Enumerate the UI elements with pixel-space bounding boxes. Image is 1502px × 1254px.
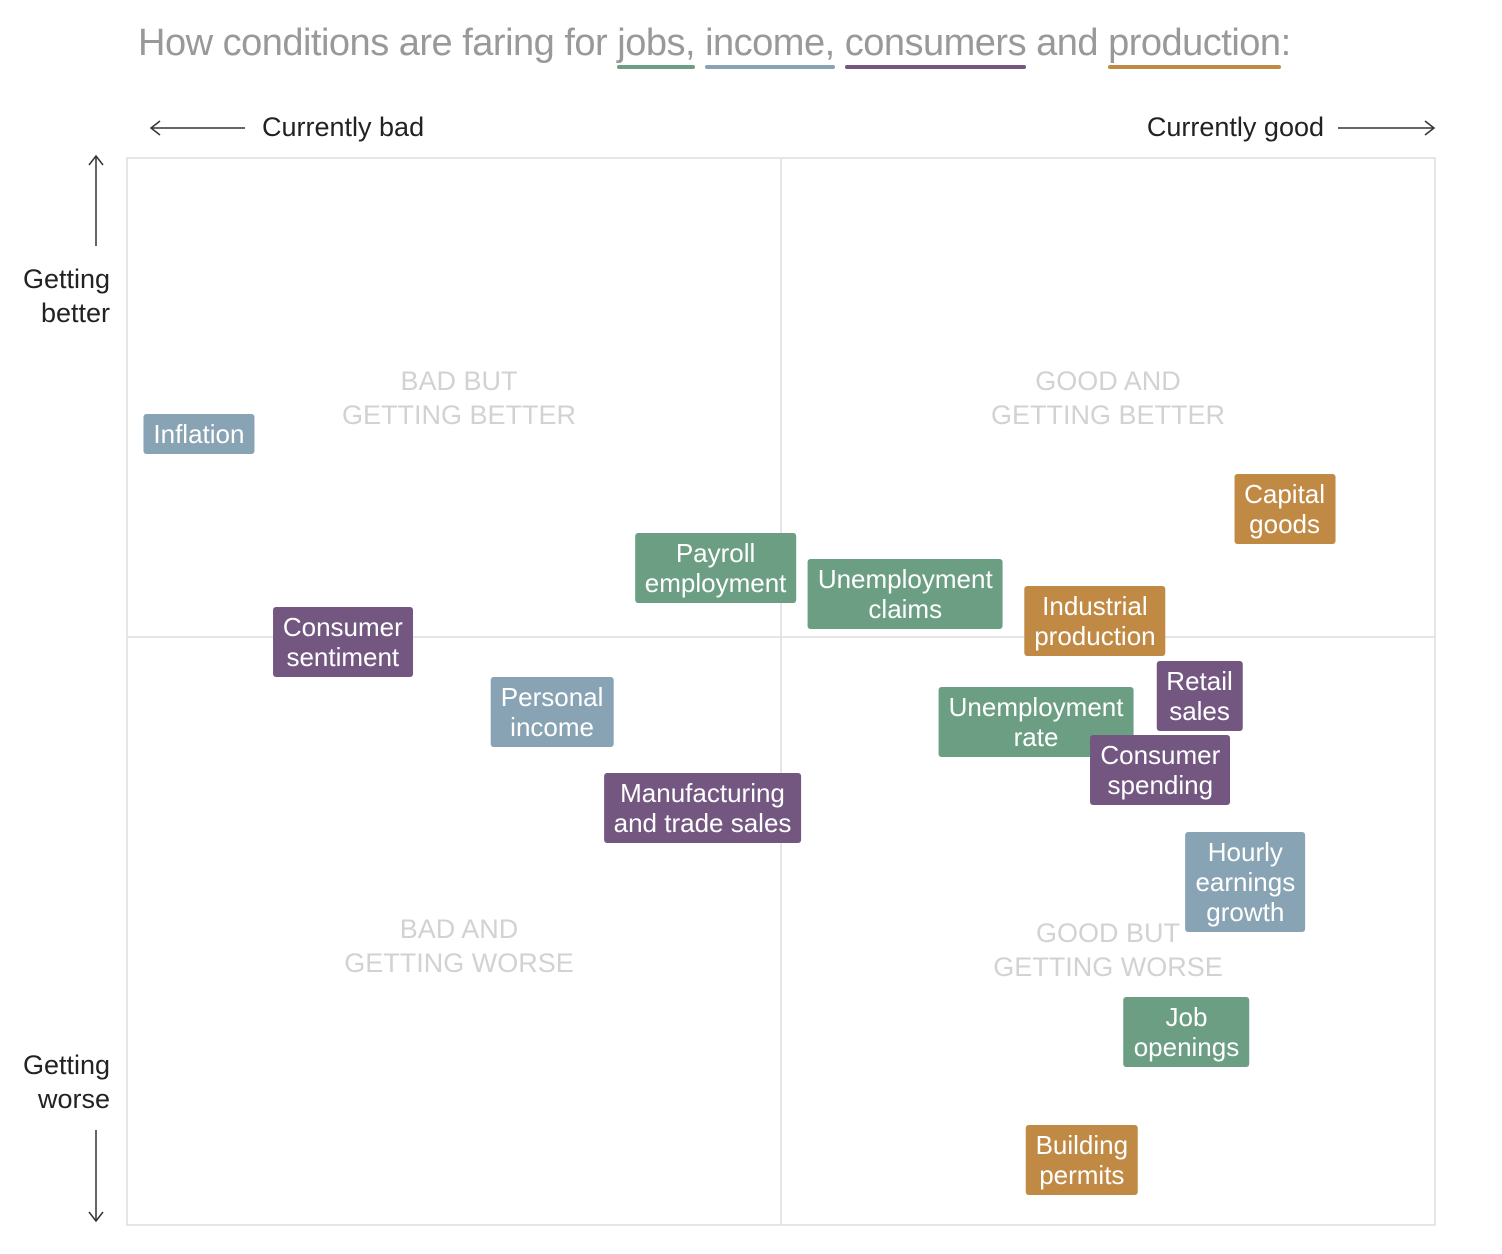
- indicator-card-label: Unemployment: [817, 564, 993, 595]
- indicator-card-label: employment: [644, 567, 787, 598]
- indicator-card-label: Unemployment: [948, 692, 1124, 723]
- y-axis-bottom-line: Getting: [22, 1050, 110, 1080]
- indicator-card-label: and trade sales: [613, 807, 792, 838]
- title-suffix: :: [1280, 22, 1292, 64]
- indicator-card-label: Capital: [1244, 478, 1326, 509]
- arrow-up-icon: [88, 154, 104, 246]
- indicator-card-label: Inflation: [153, 419, 245, 450]
- indicator-card-label: openings: [1133, 1031, 1240, 1062]
- quadrant-label-bottom-left: BAD AND GETTING WORSE: [279, 912, 639, 980]
- indicator-card-label: earnings: [1195, 867, 1296, 898]
- quadrant-label-line: GETTING WORSE: [993, 952, 1223, 982]
- quadrant-label-line: GETTING BETTER: [990, 400, 1225, 430]
- x-axis-left-label: Currently bad: [262, 112, 425, 142]
- quadrant-label-top-left: BAD BUT GETTING BETTER: [279, 364, 639, 432]
- y-axis-top-line: better: [40, 298, 110, 328]
- arrow-left-icon: [149, 120, 245, 136]
- indicator-card-label: Personal: [500, 681, 604, 712]
- quadrant-label-line: BAD AND: [399, 914, 519, 944]
- indicator-card-label: production: [1034, 620, 1156, 651]
- indicator-card-label: income: [510, 711, 594, 742]
- title-jobs: jobs,: [617, 22, 696, 69]
- indicator-card-label: Payroll: [675, 537, 756, 568]
- arrow-down-icon: [88, 1130, 104, 1223]
- indicator-card-label: Job: [1165, 1001, 1208, 1032]
- title-and: and: [1026, 22, 1109, 64]
- y-axis-bottom-line: worse: [37, 1084, 110, 1114]
- title-income: income,: [705, 22, 835, 69]
- indicator-card-label: goods: [1249, 508, 1320, 539]
- x-axis-right-label: Currently good: [1146, 112, 1324, 142]
- indicator-card-label: Building: [1035, 1129, 1129, 1160]
- quadrant-label-line: GOOD AND: [1035, 366, 1181, 396]
- indicator-card-label: permits: [1039, 1159, 1125, 1190]
- indicator-card-label: rate: [1013, 722, 1059, 753]
- y-axis-bottom-label: Getting worse: [23, 1048, 110, 1116]
- indicator-card-label: Consumer: [282, 612, 403, 643]
- quadrant-label-line: BAD BUT: [400, 366, 518, 396]
- indicator-card-label: Industrial: [1042, 590, 1148, 621]
- indicator-card-label: sentiment: [286, 642, 400, 673]
- chart-title: How conditions are faring for jobs, inco…: [138, 22, 1292, 69]
- indicator-card-label: Manufacturing: [620, 777, 785, 808]
- y-axis-top-label: Getting better: [23, 262, 110, 330]
- title-prefix: How conditions are faring for: [138, 22, 618, 64]
- indicator-card-label: Hourly: [1207, 837, 1283, 868]
- indicator-card-label: spending: [1107, 770, 1214, 801]
- indicator-card: Inflation: [143, 414, 255, 455]
- indicator-card-label: Retail: [1166, 665, 1233, 696]
- quadrant-label-line: GETTING BETTER: [341, 400, 576, 430]
- title-consumers: consumers: [844, 22, 1027, 69]
- quadrant-label-bottom-right: GOOD BUT GETTING WORSE: [928, 916, 1288, 984]
- quadrant-label-line: GETTING WORSE: [344, 948, 574, 978]
- quadrant-label-line: GOOD BUT: [1035, 918, 1180, 948]
- indicator-card-label: growth: [1206, 897, 1285, 928]
- quadrant-label-top-right: GOOD AND GETTING BETTER: [928, 364, 1288, 432]
- indicator-card-label: sales: [1169, 695, 1230, 726]
- y-axis-top-line: Getting: [22, 264, 110, 294]
- indicator-card-label: claims: [868, 594, 943, 625]
- indicator-card-label: Consumer: [1100, 740, 1221, 771]
- title-production: production: [1108, 22, 1281, 69]
- arrow-right-icon: [1338, 120, 1436, 136]
